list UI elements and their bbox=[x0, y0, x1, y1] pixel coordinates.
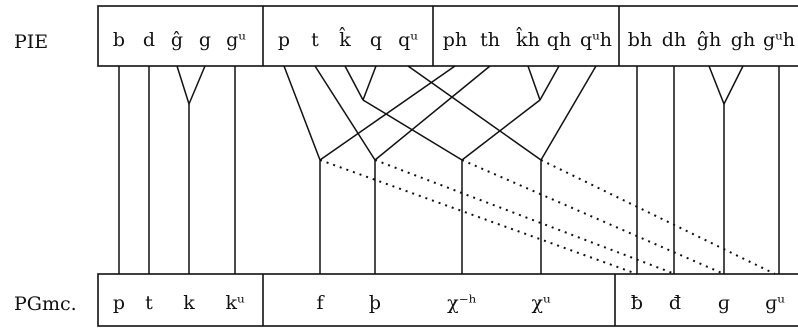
pie-cell: t bbox=[311, 29, 319, 51]
connector-line bbox=[540, 65, 597, 161]
connector-line bbox=[314, 65, 376, 161]
pie-row bbox=[97, 5, 798, 67]
pgmc-cell: đ bbox=[669, 292, 681, 314]
dotted-line bbox=[319, 159, 638, 275]
connector-line bbox=[527, 65, 541, 101]
pie-cell: p bbox=[278, 29, 290, 51]
label-pgmc: PGmc. bbox=[14, 293, 77, 315]
pgmc-cell: þ bbox=[369, 292, 381, 314]
pgmc-cell: f bbox=[316, 292, 325, 314]
verner-lines bbox=[319, 159, 776, 275]
pie-cell: gh bbox=[731, 29, 755, 51]
connector-line bbox=[344, 65, 364, 101]
pie-cell: dh bbox=[662, 29, 686, 51]
pie-cell: ph bbox=[443, 29, 467, 51]
pie-cell: qᵘh bbox=[580, 29, 612, 51]
pgmc-cell: χᵘ bbox=[531, 292, 551, 314]
dotted-line bbox=[461, 159, 725, 275]
pgmc-cell: p bbox=[113, 292, 125, 314]
dotted-line bbox=[540, 159, 776, 275]
pgmc-cells: p t k kᵘ f þ χ⁻ʰ χᵘ ƀ đ ɡ ɡᵘ bbox=[113, 292, 785, 314]
pie-cell: qh bbox=[547, 29, 571, 51]
connectors-group-1 bbox=[118, 65, 236, 274]
pgmc-cell: χ⁻ʰ bbox=[447, 292, 477, 314]
pgmc-row bbox=[97, 273, 798, 327]
connector-line bbox=[283, 65, 321, 161]
pie-cell: g bbox=[199, 29, 211, 51]
connector-line bbox=[539, 65, 560, 101]
connectors-group-2 bbox=[283, 65, 597, 274]
pie-cell: qᵘ bbox=[398, 29, 418, 51]
pie-cell: k̂h bbox=[516, 26, 540, 51]
pgmc-cell: kᵘ bbox=[225, 292, 245, 314]
pie-cell: q bbox=[370, 29, 382, 51]
pie-cell: d bbox=[143, 29, 155, 51]
connector-line bbox=[461, 99, 541, 161]
connector-line bbox=[362, 99, 463, 161]
label-pie: PIE bbox=[14, 31, 48, 53]
pgmc-cell: k bbox=[183, 292, 195, 314]
pgmc-cell: ɡᵘ bbox=[765, 292, 785, 314]
pie-cell: b bbox=[113, 29, 125, 51]
pie-cell: bh bbox=[628, 29, 652, 51]
connector-line bbox=[374, 65, 491, 161]
pie-cell: k̂ bbox=[339, 26, 351, 51]
pie-cell: gᵘ bbox=[226, 29, 246, 51]
connectors-group-4 bbox=[636, 65, 780, 274]
pgmc-cell: t bbox=[145, 292, 153, 314]
pgmc-box bbox=[97, 273, 798, 327]
merger-line bbox=[176, 65, 206, 107]
merger-line bbox=[708, 65, 744, 106]
pie-cell: gᵘh bbox=[763, 29, 795, 51]
pie-cell: ĝh bbox=[697, 29, 721, 51]
connector-line bbox=[362, 65, 377, 101]
connector-line bbox=[319, 65, 456, 161]
dotted-line bbox=[374, 159, 676, 275]
pgmc-cell: ƀ bbox=[631, 292, 643, 314]
pie-cell: th bbox=[480, 29, 500, 51]
pie-cell: ĝ bbox=[171, 29, 183, 51]
pgmc-cell: ɡ bbox=[718, 292, 730, 314]
pie-box bbox=[97, 5, 798, 67]
pie-cells: b d ĝ g gᵘ p t k̂ q qᵘ ph th k̂h qh qᵘh … bbox=[113, 26, 795, 51]
connector-line bbox=[407, 65, 542, 161]
